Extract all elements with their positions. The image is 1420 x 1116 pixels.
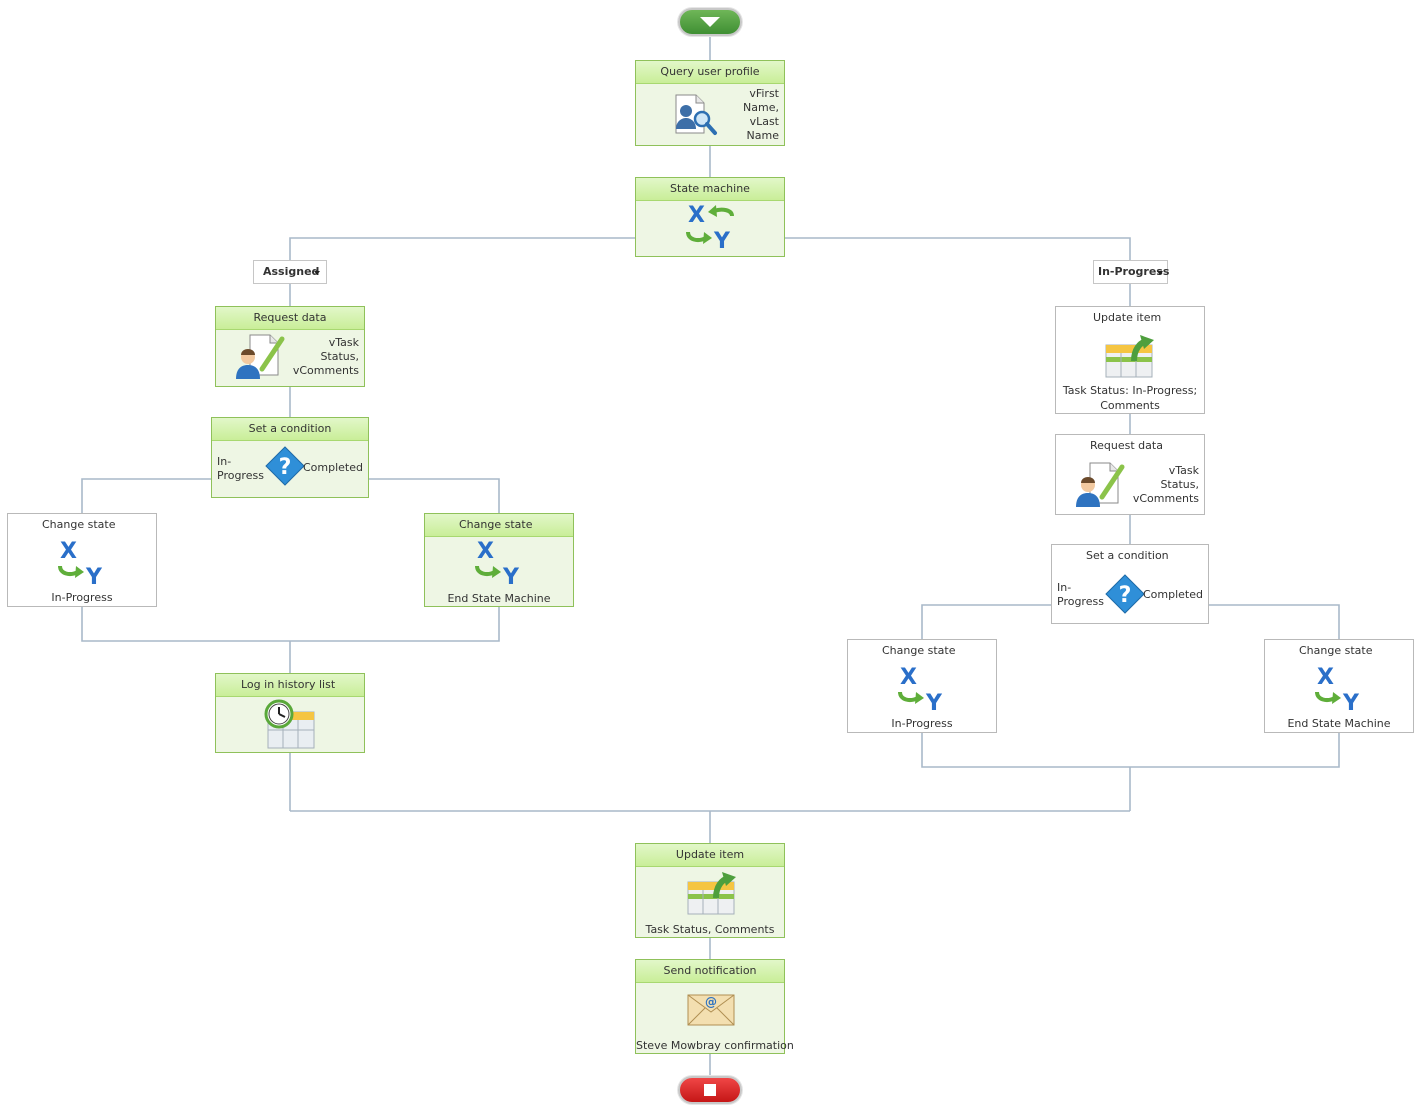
svg-text:Y: Y: [713, 229, 731, 250]
stop-square-icon: [704, 1084, 716, 1096]
action-title: Send notification: [636, 960, 784, 983]
svg-text:@: @: [705, 995, 717, 1009]
change-state-action[interactable]: Change state X Y In-Progress: [7, 513, 157, 607]
branch-selector-in-progress[interactable]: In-Progress: [1093, 260, 1169, 284]
user-search-icon: [675, 94, 717, 135]
workflow-start[interactable]: [678, 8, 742, 36]
svg-text:Y: Y: [85, 565, 103, 586]
state-change-icon: X Y: [58, 539, 103, 586]
action-title: Request data: [216, 307, 364, 330]
user-edit-icon: [236, 334, 285, 379]
change-state-action[interactable]: Change state X Y End State Machine: [1264, 639, 1414, 733]
history-clock-icon: [264, 699, 315, 749]
output-variables: vFirst Name, vLast Name: [743, 87, 779, 142]
change-state-action[interactable]: Change state X Y In-Progress: [847, 639, 997, 733]
action-title: Update item: [636, 844, 784, 867]
question-diamond-icon: ?: [265, 446, 305, 486]
branch-selector-assigned[interactable]: Assigned: [253, 260, 327, 284]
action-title: Change state: [42, 518, 116, 531]
log-history-action[interactable]: Log in history list: [215, 673, 365, 753]
user-edit-icon: [1076, 462, 1125, 507]
svg-text:X: X: [477, 539, 494, 564]
request-data-action[interactable]: Request data vTask Status, vComments: [1055, 434, 1205, 515]
notification-recipient: Steve Mowbray confirmation: [636, 1039, 794, 1052]
action-title: Query user profile: [636, 61, 784, 84]
state-swap-icon: X Y: [686, 203, 734, 250]
svg-text:X: X: [900, 665, 917, 690]
dropdown-caret-icon: [1157, 271, 1163, 275]
svg-text:?: ?: [1119, 583, 1132, 608]
condition-right-branch: Completed: [303, 461, 363, 474]
workflow-stop[interactable]: [678, 1076, 742, 1104]
action-title: Change state: [425, 514, 573, 537]
action-title: Log in history list: [216, 674, 364, 697]
svg-text:Y: Y: [925, 691, 943, 712]
update-fields: Task Status, Comments: [645, 923, 775, 936]
state-change-icon: X Y: [475, 539, 520, 586]
update-table-icon: [1105, 335, 1154, 378]
svg-text:X: X: [1317, 665, 1334, 690]
request-data-action[interactable]: Request data vTask Status, vComments: [215, 306, 365, 387]
action-title: Change state: [1299, 644, 1373, 657]
svg-text:Y: Y: [502, 565, 520, 586]
send-notification-action[interactable]: Send notification @ Steve Mowbray confir…: [635, 959, 794, 1054]
question-diamond-icon: ?: [1105, 574, 1145, 614]
action-title: Update item: [1093, 311, 1162, 324]
svg-text:X: X: [60, 539, 77, 564]
update-table-icon: [687, 872, 736, 915]
update-item-action[interactable]: Update item Task Status, Comments: [635, 843, 785, 938]
svg-text:X: X: [688, 203, 705, 228]
action-title: Request data: [1090, 439, 1163, 452]
svg-text:Y: Y: [1342, 691, 1360, 712]
query-user-profile-action[interactable]: Query user profile vFirst Name, vLast Na…: [635, 60, 785, 146]
down-arrow-icon: [700, 17, 720, 27]
target-state: In-Progress: [51, 591, 113, 604]
dropdown-caret-icon: [314, 271, 320, 275]
target-state: End State Machine: [1287, 717, 1391, 730]
set-condition-action[interactable]: Set a condition In- Progress ? Completed: [211, 417, 369, 498]
target-state: In-Progress: [891, 717, 953, 730]
update-fields: Task Status: In-Progress; Comments: [1062, 384, 1198, 412]
target-state: End State Machine: [447, 592, 551, 605]
set-condition-action[interactable]: Set a condition In- Progress ? Completed: [1051, 544, 1209, 624]
update-item-action[interactable]: Update item Task Status: In-Progress; Co…: [1055, 306, 1205, 414]
condition-right-branch: Completed: [1143, 588, 1203, 601]
state-change-icon: X Y: [898, 665, 943, 712]
state-machine-action[interactable]: State machine X Y: [635, 177, 785, 257]
email-envelope-icon: @: [687, 994, 735, 1026]
change-state-action[interactable]: Change state X Y End State Machine: [424, 513, 574, 607]
action-title: Change state: [882, 644, 956, 657]
state-change-icon: X Y: [1315, 665, 1360, 712]
svg-text:?: ?: [279, 455, 292, 480]
action-title: Set a condition: [1086, 549, 1169, 562]
output-variables: vTask Status, vComments: [292, 336, 359, 377]
output-variables: vTask Status, vComments: [1132, 464, 1199, 505]
condition-left-branch: In- Progress: [217, 455, 264, 482]
action-title: State machine: [636, 178, 784, 201]
action-title: Set a condition: [212, 418, 368, 441]
condition-left-branch: In- Progress: [1057, 581, 1104, 608]
